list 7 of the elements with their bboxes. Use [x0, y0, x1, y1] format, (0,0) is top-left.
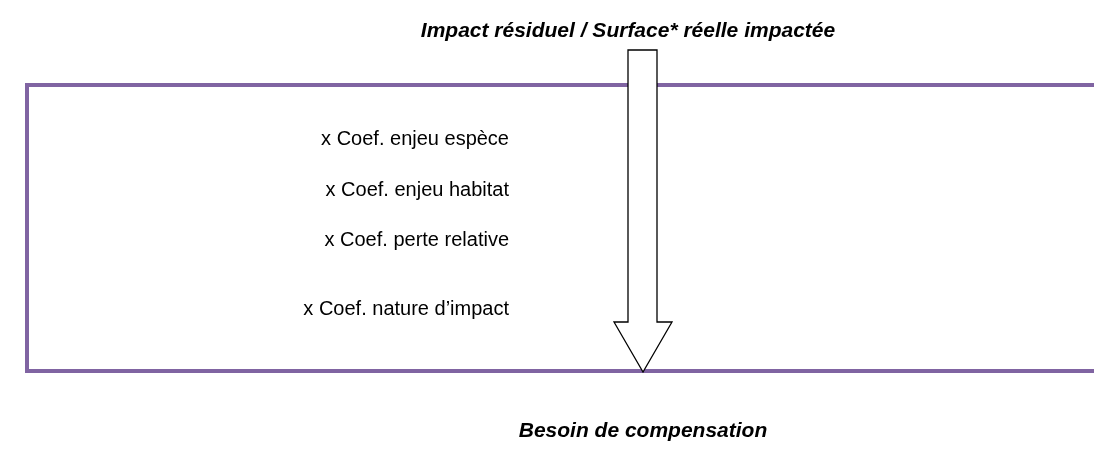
factor-text: x Coef. perte relative [324, 228, 509, 251]
factor-text: x Coef. nature d’impact [303, 297, 509, 320]
heading-text: Impact résiduel / Surface* réelle impactée [419, 18, 837, 42]
factor-text: x Coef. enjeu espèce [321, 127, 509, 150]
result-text: Besoin de compensation [517, 418, 769, 442]
block-arrow [612, 49, 674, 374]
factor-text: x Coef. enjeu habitat [325, 178, 509, 201]
